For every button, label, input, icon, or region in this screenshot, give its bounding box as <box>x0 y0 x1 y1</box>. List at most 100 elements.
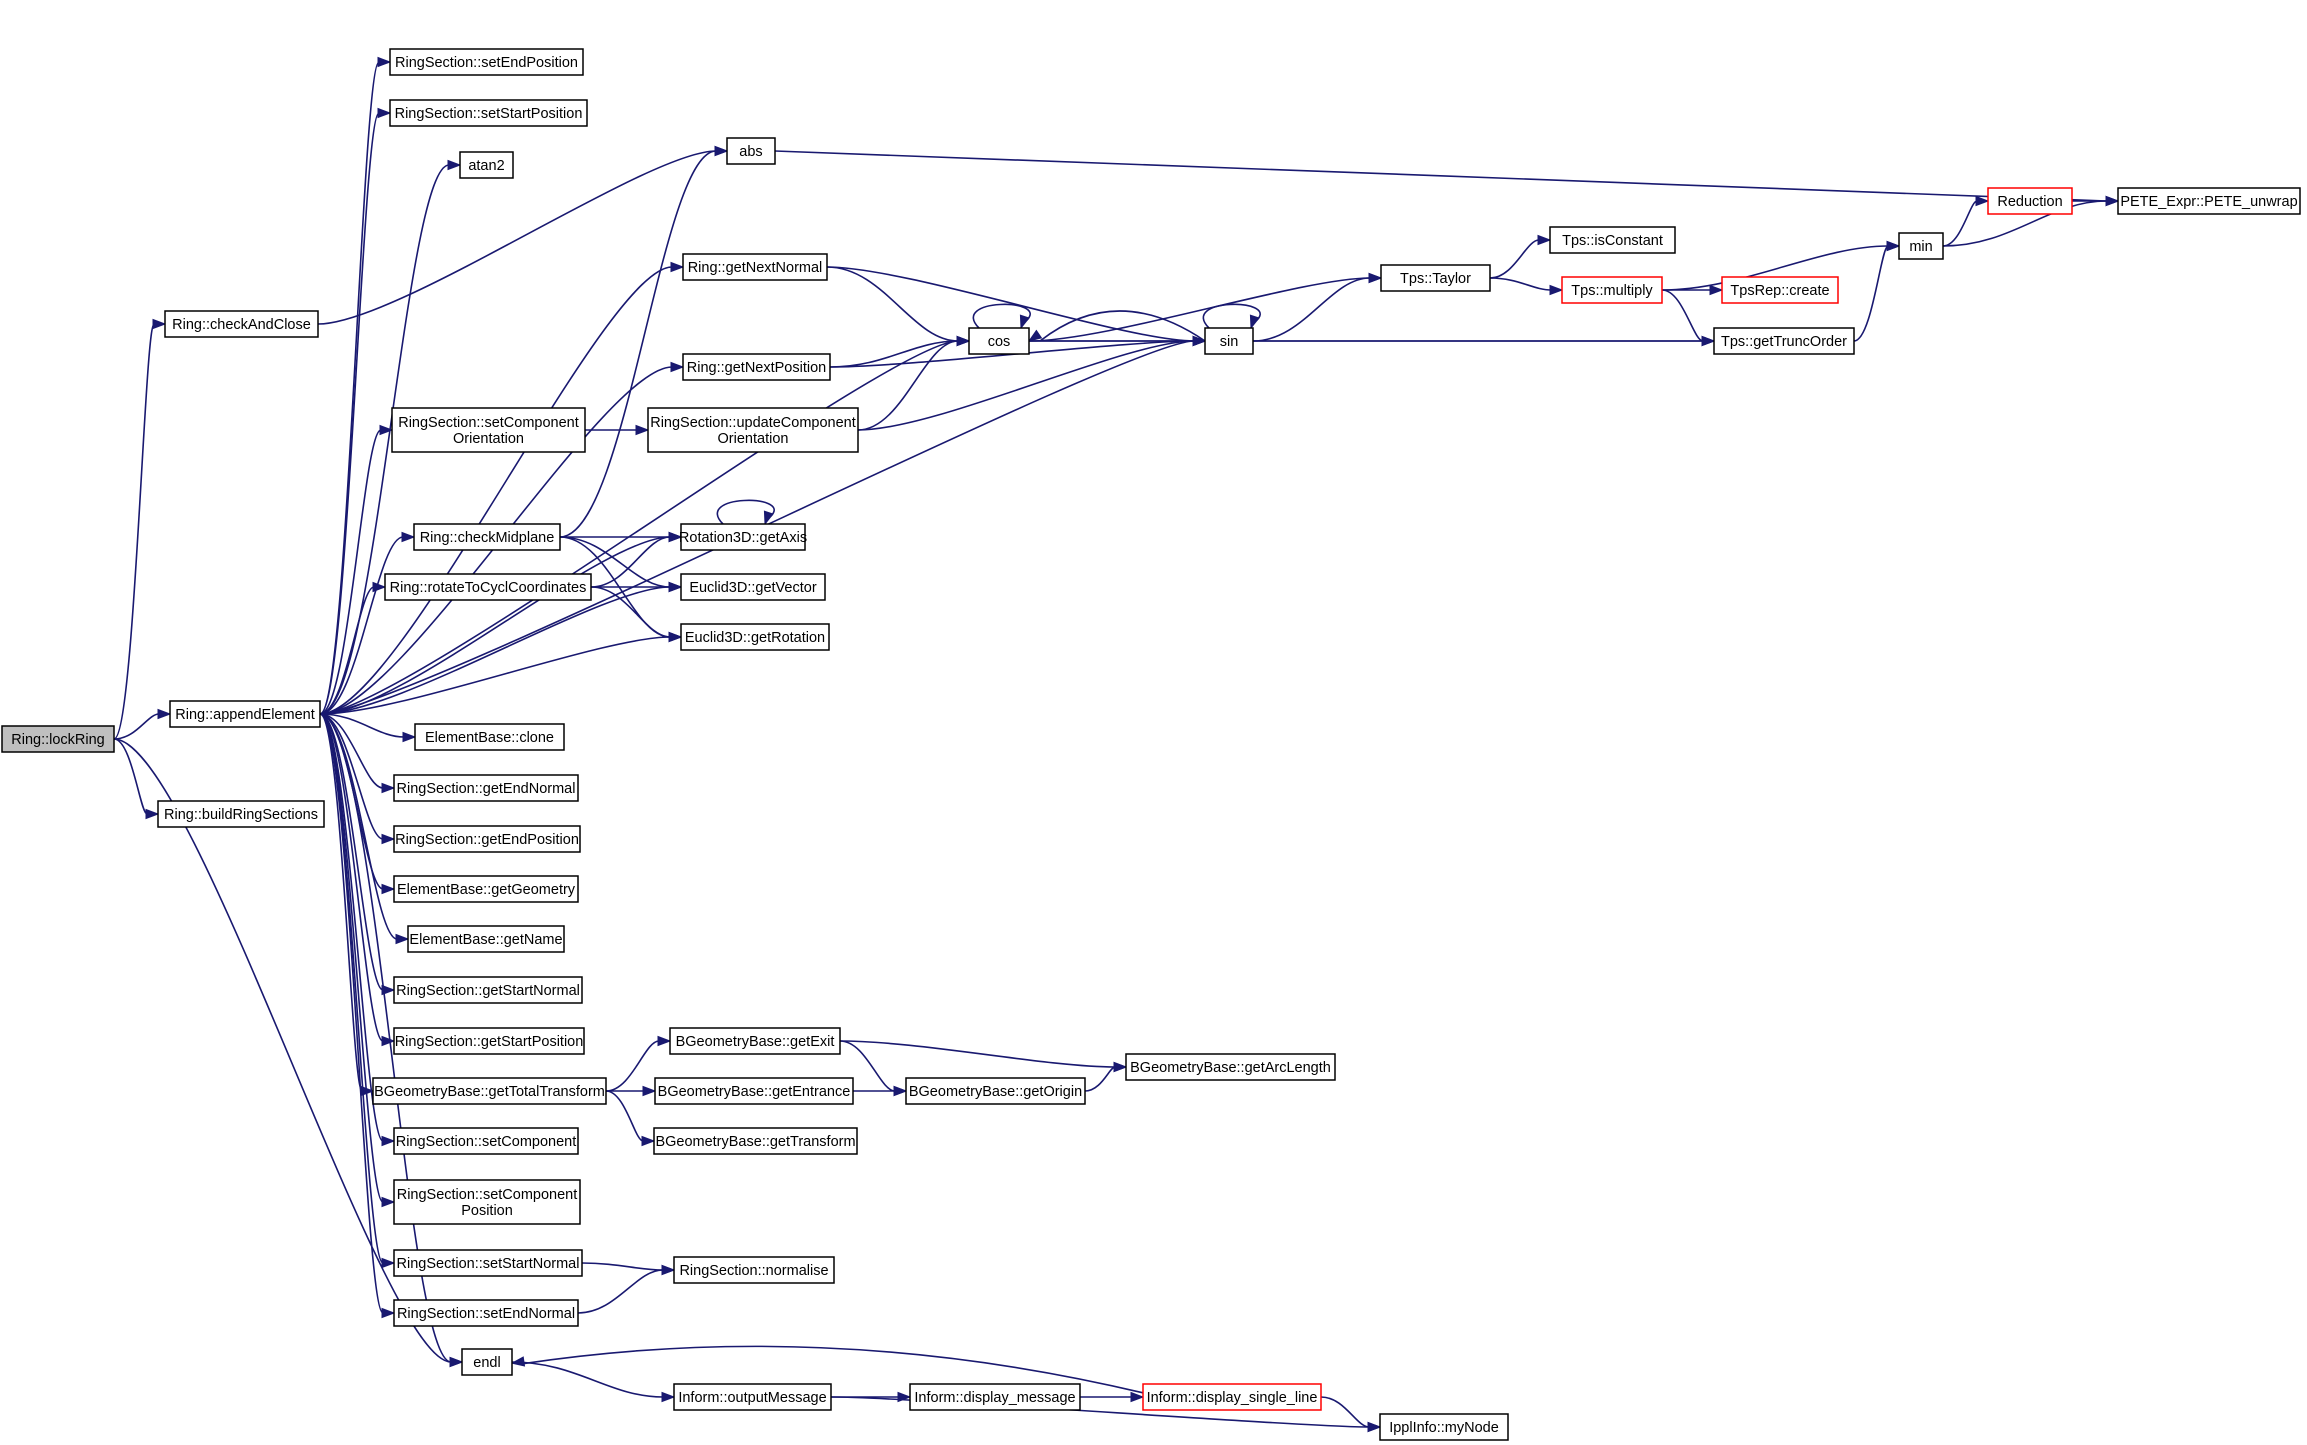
node-label: min <box>1909 239 1932 255</box>
node-normalise[interactable]: RingSection::normalise <box>673 1256 835 1284</box>
node-taylor[interactable]: Tps::Taylor <box>1380 264 1491 292</box>
edge-appendElement-to-getStartNormal <box>319 713 384 991</box>
node-min[interactable]: min <box>1898 232 1944 260</box>
edge-getTruncOrder-to-min <box>1853 245 1889 342</box>
node-peteUnwrap[interactable]: PETE_Expr::PETE_unwrap <box>2117 187 2301 215</box>
node-getAxis[interactable]: Rotation3D::getAxis <box>679 523 807 551</box>
node-label: Position <box>461 1203 513 1219</box>
node-getRotation[interactable]: Euclid3D::getRotation <box>680 623 830 651</box>
node-abs[interactable]: abs <box>726 137 776 165</box>
node-box <box>673 1256 835 1284</box>
node-box <box>393 1249 583 1277</box>
node-getNextPosition[interactable]: Ring::getNextPosition <box>682 353 831 381</box>
edge-checkMidplane-to-abs-arrowhead <box>714 145 729 157</box>
node-tpsRepCreate[interactable]: TpsRep::create <box>1721 276 1839 304</box>
node-box <box>673 1383 832 1411</box>
node-getStartNormal[interactable]: RingSection::getStartNormal <box>393 976 583 1004</box>
node-setEndPosition[interactable]: RingSection::setEndPosition <box>389 48 584 76</box>
edge-setCompOrient-to-updCompOrient-arrowhead <box>635 424 650 436</box>
edge-getNextPosition-to-cos <box>829 340 959 368</box>
edge-getTotalTransform-to-getTransform-arrowhead <box>641 1135 656 1147</box>
node-label: Orientation <box>718 431 789 447</box>
node-reduction[interactable]: Reduction <box>1987 187 2073 215</box>
edge-rotateToCycl-to-getRotation <box>590 586 671 638</box>
node-setStartNormal[interactable]: RingSection::setStartNormal <box>393 1249 583 1277</box>
edge-abs-to-peteUnwrap <box>774 150 2108 202</box>
node-endl[interactable]: endl <box>461 1348 513 1376</box>
node-getExit[interactable]: BGeometryBase::getExit <box>669 1027 841 1055</box>
edge-appendElement-to-clone <box>319 713 405 738</box>
node-getArcLength[interactable]: BGeometryBase::getArcLength <box>1125 1053 1336 1081</box>
node-appendElement[interactable]: Ring::appendElement <box>169 700 321 728</box>
edge-min-to-reduction <box>1942 200 1978 247</box>
node-multiply[interactable]: Tps::multiply <box>1561 276 1663 304</box>
node-displayMessage[interactable]: Inform::display_message <box>909 1383 1081 1411</box>
edge-appendElement-to-getRotation <box>319 636 671 715</box>
node-getName[interactable]: ElementBase::getName <box>407 925 565 953</box>
edge-sin-to-sin-arrowhead <box>1249 314 1260 330</box>
node-label: RingSection::setComponent <box>397 1187 578 1203</box>
node-box <box>389 48 584 76</box>
node-label: abs <box>739 144 762 160</box>
node-label: Tps::isConstant <box>1562 233 1663 249</box>
node-getStartPosition[interactable]: RingSection::getStartPosition <box>393 1027 585 1055</box>
node-checkAndClose[interactable]: Ring::checkAndClose <box>164 310 319 338</box>
node-getEndPosition[interactable]: RingSection::getEndPosition <box>393 825 581 853</box>
node-getEntrance[interactable]: BGeometryBase::getEntrance <box>654 1077 854 1105</box>
node-getOrigin[interactable]: BGeometryBase::getOrigin <box>905 1077 1086 1105</box>
node-box <box>1898 232 1944 260</box>
node-setComponent[interactable]: RingSection::setComponent <box>393 1127 579 1155</box>
node-sin[interactable]: sin <box>1204 327 1254 355</box>
node-getEndNormal[interactable]: RingSection::getEndNormal <box>393 774 579 802</box>
node-getGeometry[interactable]: ElementBase::getGeometry <box>393 875 579 903</box>
node-isConstant[interactable]: Tps::isConstant <box>1549 226 1676 254</box>
edge-getTotalTransform-to-getEntrance-arrowhead <box>642 1085 657 1097</box>
edge-getTruncOrder-to-min-arrowhead <box>1886 240 1901 252</box>
edge-appendElement-to-atan2-arrowhead <box>447 159 462 171</box>
node-setStartPosition[interactable]: RingSection::setStartPosition <box>389 99 588 127</box>
node-box <box>459 151 514 179</box>
edge-appendElement-to-getVector <box>319 586 671 715</box>
node-rotateToCycl[interactable]: Ring::rotateToCyclCoordinates <box>384 573 592 601</box>
node-label: BGeometryBase::getArcLength <box>1130 1060 1331 1076</box>
node-getNextNormal[interactable]: Ring::getNextNormal <box>682 253 828 281</box>
node-displaySingleLine[interactable]: Inform::display_single_line <box>1142 1383 1322 1411</box>
node-setEndNormal[interactable]: RingSection::setEndNormal <box>393 1299 579 1327</box>
node-myNode[interactable]: IpplInfo::myNode <box>1379 1413 1509 1441</box>
node-label: ElementBase::getName <box>409 932 562 948</box>
node-atan2[interactable]: atan2 <box>459 151 514 179</box>
node-checkMidplane[interactable]: Ring::checkMidplane <box>413 523 561 551</box>
node-box <box>393 875 579 903</box>
node-buildRingSections[interactable]: Ring::buildRingSections <box>157 800 325 828</box>
node-box <box>1142 1383 1322 1411</box>
node-getVector[interactable]: Euclid3D::getVector <box>680 573 826 601</box>
node-box <box>1721 276 1839 304</box>
node-lockRing[interactable]: Ring::lockRing <box>1 725 115 753</box>
edge-lockRing-to-checkAndClose-arrowhead <box>152 318 167 330</box>
node-label: RingSection::setComponent <box>396 1134 577 1150</box>
node-box <box>1380 264 1491 292</box>
node-label: IpplInfo::myNode <box>1389 1420 1499 1436</box>
node-getTruncOrder[interactable]: Tps::getTruncOrder <box>1713 327 1855 355</box>
node-box <box>968 327 1030 355</box>
node-outputMessage[interactable]: Inform::outputMessage <box>673 1383 832 1411</box>
edge-setStartNormal-to-normalise <box>581 1262 664 1271</box>
node-label: Ring::buildRingSections <box>164 807 318 823</box>
edge-appendElement-to-getEndNormal-arrowhead <box>381 782 396 794</box>
edge-endl-to-outputMessage <box>511 1361 664 1398</box>
edge-lockRing-to-buildRingSections <box>113 738 148 815</box>
node-label: Orientation <box>453 431 524 447</box>
node-label: BGeometryBase::getOrigin <box>909 1084 1082 1100</box>
node-getTransform[interactable]: BGeometryBase::getTransform <box>653 1127 858 1155</box>
node-cos[interactable]: cos <box>968 327 1030 355</box>
edge-getTotalTransform-to-getTransform <box>605 1090 644 1142</box>
edge-appendElement-to-cos <box>319 340 959 715</box>
edge-taylor-to-isConstant <box>1489 239 1540 279</box>
node-getTotalTransform[interactable]: BGeometryBase::getTotalTransform <box>372 1077 607 1105</box>
node-clone[interactable]: ElementBase::clone <box>414 723 565 751</box>
node-label: PETE_Expr::PETE_unwrap <box>2120 194 2297 210</box>
